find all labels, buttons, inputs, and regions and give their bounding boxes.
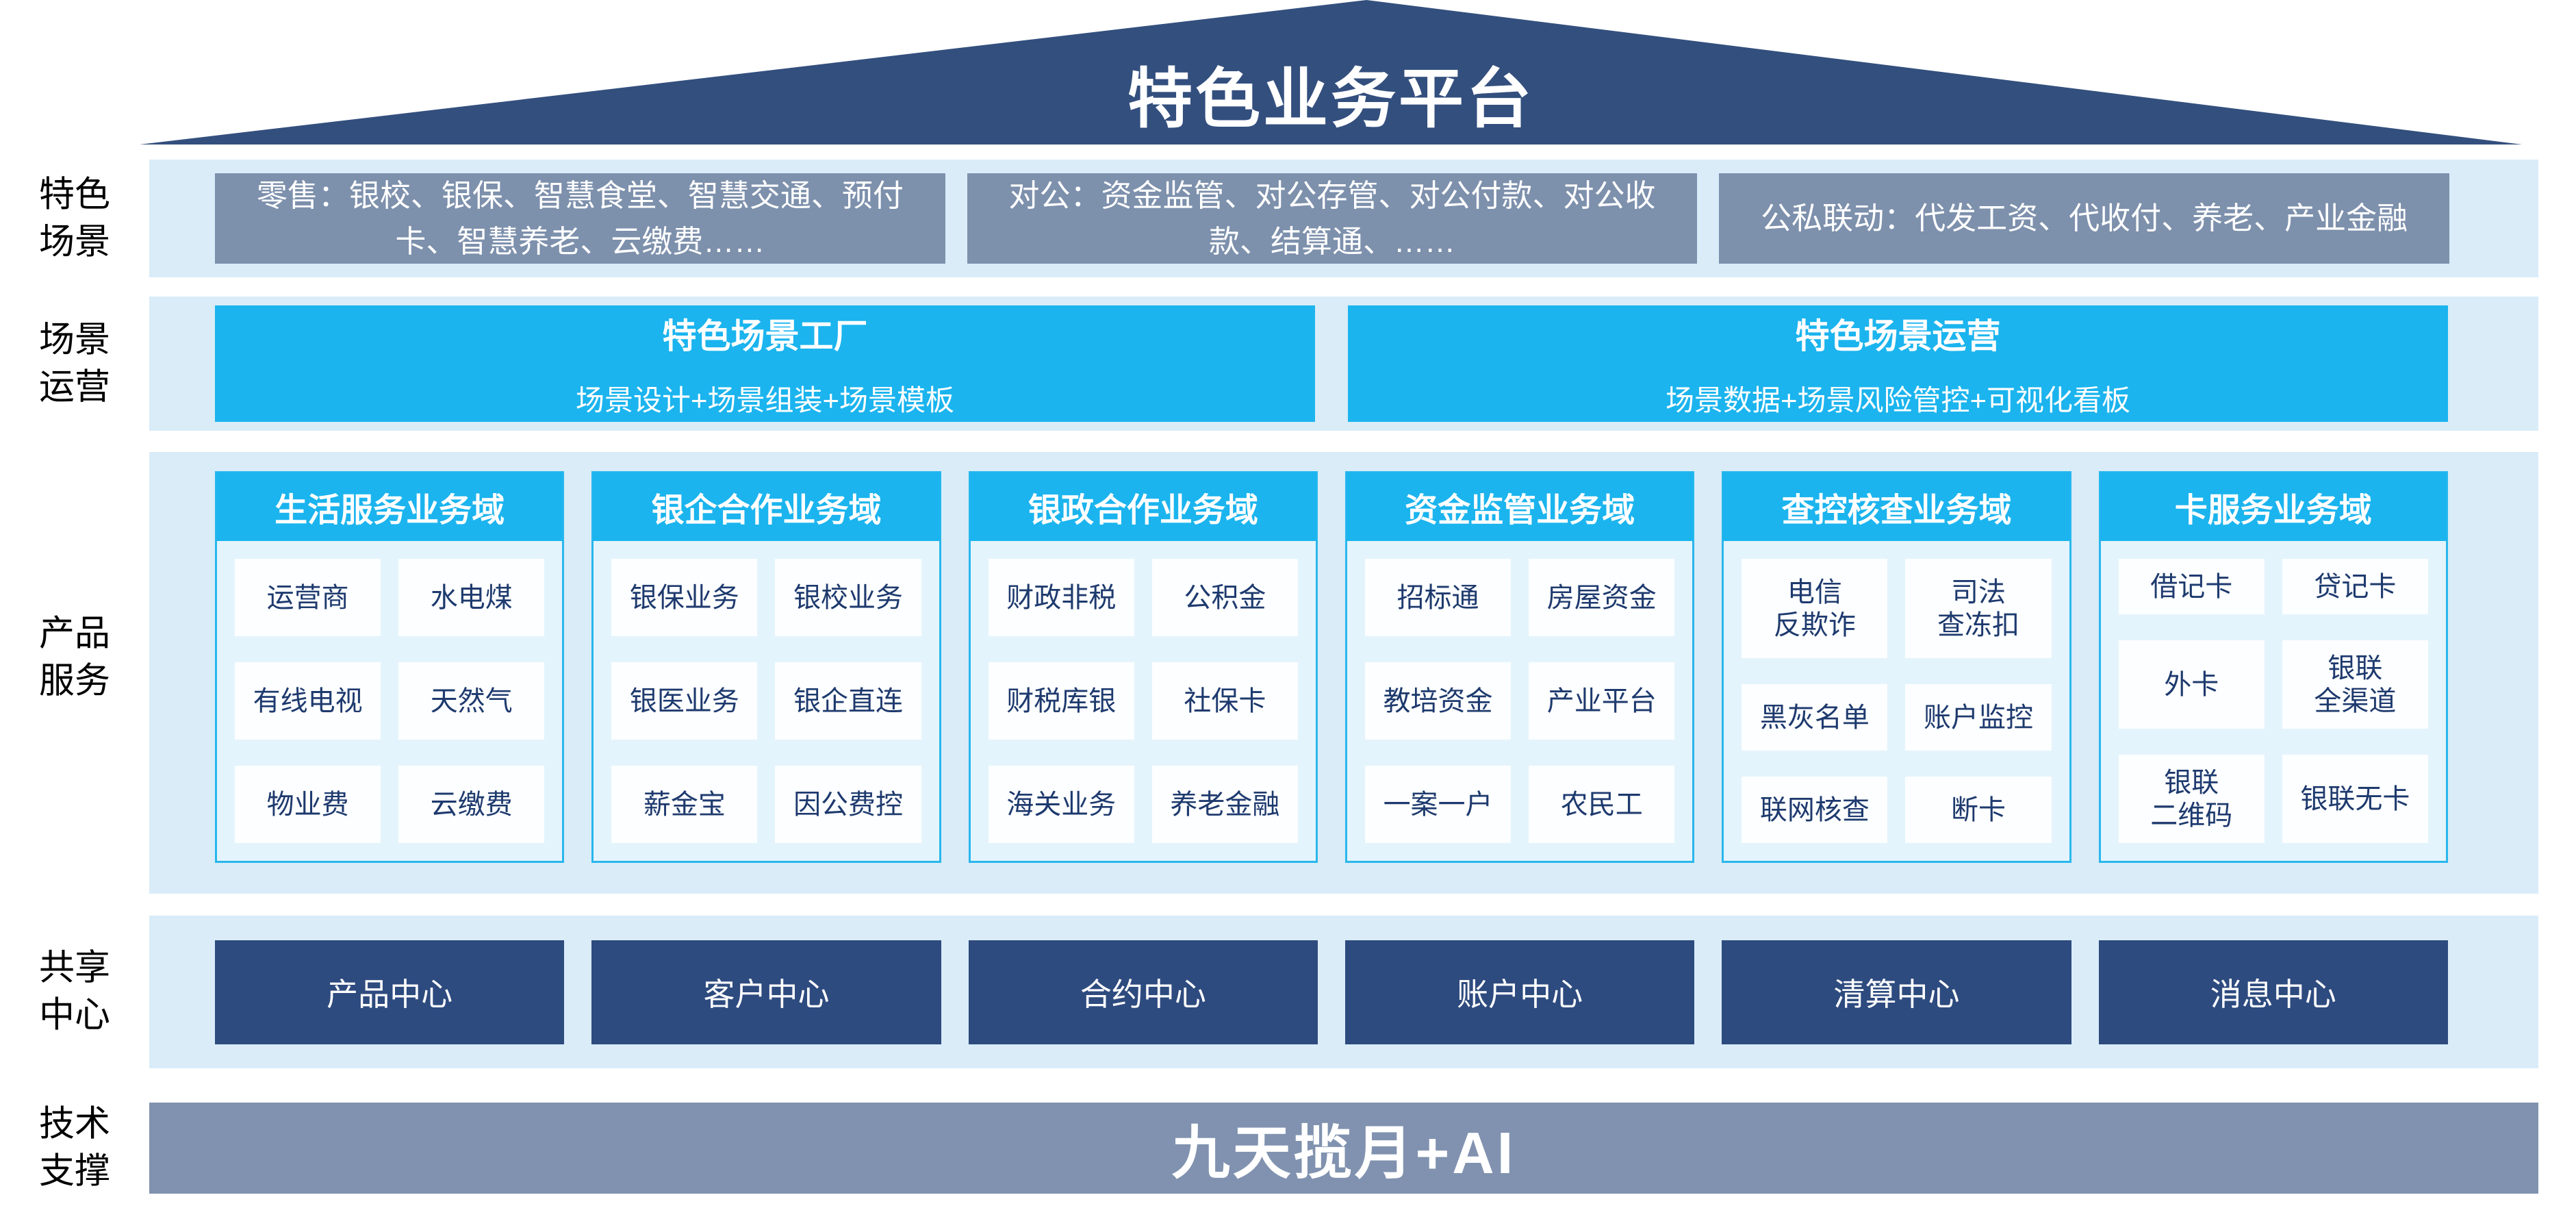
domain-life-service: 生活服务业务域 运营商 水电煤 有线电视 天然气 物业费 云缴费 <box>215 471 565 863</box>
center-customer: 客户中心 <box>591 940 941 1044</box>
domain-item: 财税库银 <box>988 662 1134 740</box>
domain-inquiry-control: 查控核查业务域 电信 反欺诈 司法 查冻扣 黑灰名单 账户监控 联网核查 断卡 <box>1722 471 2071 863</box>
scene-box-public-private: 公私联动：代发工资、代收付、养老、产业金融 <box>1719 173 2450 264</box>
domain-body: 银保业务 银校业务 银医业务 银企直连 薪金宝 因公费控 <box>594 541 939 861</box>
domain-item: 银保业务 <box>611 559 758 636</box>
domain-item: 电信 反欺诈 <box>1742 559 1888 658</box>
scene-factory-subtitle: 场景设计+场景组装+场景模板 <box>575 384 955 416</box>
scene-factory-box: 特色场景工厂 场景设计+场景组装+场景模板 <box>215 305 1315 422</box>
rail-label-operation: 场景 运营 <box>38 320 110 407</box>
domain-header: 银政合作业务域 <box>969 473 1316 541</box>
domain-item: 有线电视 <box>235 662 381 740</box>
domain-item: 银企直连 <box>775 662 921 740</box>
center-product: 产品中心 <box>215 940 565 1044</box>
domain-item: 社保卡 <box>1151 662 1298 740</box>
domain-item: 联网核查 <box>1742 777 1888 843</box>
rail-label-scene: 特色 场景 <box>38 175 110 262</box>
domain-item: 云缴费 <box>398 766 545 843</box>
rail-label-product: 产品 服务 <box>38 614 110 701</box>
domain-card-service: 卡服务业务域 借记卡 贷记卡 外卡 银联 全渠道 银联 二维码 银联无卡 <box>2098 471 2448 863</box>
domain-header: 卡服务业务域 <box>2100 473 2447 541</box>
domain-item: 黑灰名单 <box>1742 684 1888 751</box>
scene-operation-title: 特色场景运营 <box>1795 316 2001 355</box>
center-account: 账户中心 <box>1344 940 1695 1044</box>
shared-center-band: 产品中心 客户中心 合约中心 账户中心 清算中心 消息中心 <box>149 916 2538 1068</box>
domain-bank-government: 银政合作业务域 财政非税 公积金 财税库银 社保卡 海关业务 养老金融 <box>968 471 1318 863</box>
domain-item: 银校业务 <box>775 559 921 636</box>
scene-box-retail: 零售：银校、银保、智慧食堂、智慧交通、预付卡、智慧养老、云缴费…… <box>215 173 945 264</box>
scene-box-corporate: 对公：资金监管、对公存管、对公付款、对公收款、结算通、…… <box>967 173 1698 264</box>
domain-item: 账户监控 <box>1905 684 2052 751</box>
domain-item: 教培资金 <box>1364 662 1512 740</box>
rail-label-shared: 共享 中心 <box>38 948 110 1035</box>
domain-header: 查控核查业务域 <box>1723 473 2070 541</box>
domain-item: 司法 查冻扣 <box>1905 559 2052 658</box>
domain-item: 产业平台 <box>1529 662 1675 740</box>
domain-item: 公积金 <box>1151 559 1298 636</box>
domain-item: 养老金融 <box>1151 766 1298 843</box>
domain-item: 物业费 <box>235 766 381 843</box>
domain-header: 生活服务业务域 <box>216 473 563 541</box>
domain-item: 海关业务 <box>988 766 1134 843</box>
domain-item: 银联无卡 <box>2282 755 2428 843</box>
domain-header: 银企合作业务域 <box>593 473 940 541</box>
domain-fund-supervision: 资金监管业务域 招标通 房屋资金 教培资金 产业平台 一案一户 农民工 <box>1344 471 1695 863</box>
domain-body: 借记卡 贷记卡 外卡 银联 全渠道 银联 二维码 银联无卡 <box>2101 541 2446 861</box>
domain-body: 运营商 水电煤 有线电视 天然气 物业费 云缴费 <box>217 541 562 861</box>
domain-item: 断卡 <box>1905 777 2052 843</box>
product-band: 生活服务业务域 运营商 水电煤 有线电视 天然气 物业费 云缴费 银企合作业务域… <box>149 452 2538 894</box>
scene-operation-box: 特色场景运营 场景数据+场景风险管控+可视化看板 <box>1348 305 2448 422</box>
domain-bank-enterprise: 银企合作业务域 银保业务 银校业务 银医业务 银企直连 薪金宝 因公费控 <box>591 471 941 863</box>
center-contract: 合约中心 <box>968 940 1318 1044</box>
domain-item: 招标通 <box>1364 559 1512 636</box>
domain-item: 房屋资金 <box>1529 559 1675 636</box>
domain-item: 外卡 <box>2118 640 2265 729</box>
center-clearing: 清算中心 <box>1722 940 2071 1044</box>
domain-item: 农民工 <box>1529 766 1675 843</box>
tech-support-bar: 九天揽月+AI <box>149 1103 2538 1194</box>
page-title: 特色业务平台 <box>1127 63 1534 136</box>
domain-item: 贷记卡 <box>2282 559 2428 614</box>
scene-operation-subtitle: 场景数据+场景风险管控+可视化看板 <box>1665 384 2131 416</box>
domain-body: 财政非税 公积金 财税库银 社保卡 海关业务 养老金融 <box>971 541 1316 861</box>
center-message: 消息中心 <box>2098 940 2448 1044</box>
rail-label-tech: 技术 支撑 <box>38 1104 110 1191</box>
domain-body: 招标通 房屋资金 教培资金 产业平台 一案一户 农民工 <box>1347 541 1692 861</box>
domain-header: 资金监管业务域 <box>1346 473 1694 541</box>
domain-item: 运营商 <box>235 559 381 636</box>
operation-band: 特色场景工厂 场景设计+场景组装+场景模板 特色场景运营 场景数据+场景风险管控… <box>149 297 2538 431</box>
domain-item: 一案一户 <box>1364 766 1512 843</box>
domain-item: 天然气 <box>398 662 545 740</box>
scene-band: 零售：银校、银保、智慧食堂、智慧交通、预付卡、智慧养老、云缴费…… 对公：资金监… <box>149 160 2538 277</box>
domain-item: 薪金宝 <box>611 766 758 843</box>
domain-item: 借记卡 <box>2118 559 2265 614</box>
domain-item: 银联 全渠道 <box>2282 640 2428 729</box>
scene-factory-title: 特色场景工厂 <box>662 316 868 355</box>
domain-item: 财政非税 <box>988 559 1134 636</box>
domain-item: 水电煤 <box>398 559 545 636</box>
domain-item: 银医业务 <box>611 662 758 740</box>
domain-body: 电信 反欺诈 司法 查冻扣 黑灰名单 账户监控 联网核查 断卡 <box>1724 541 2069 861</box>
domain-item: 银联 二维码 <box>2118 755 2265 843</box>
domain-item: 因公费控 <box>775 766 921 843</box>
